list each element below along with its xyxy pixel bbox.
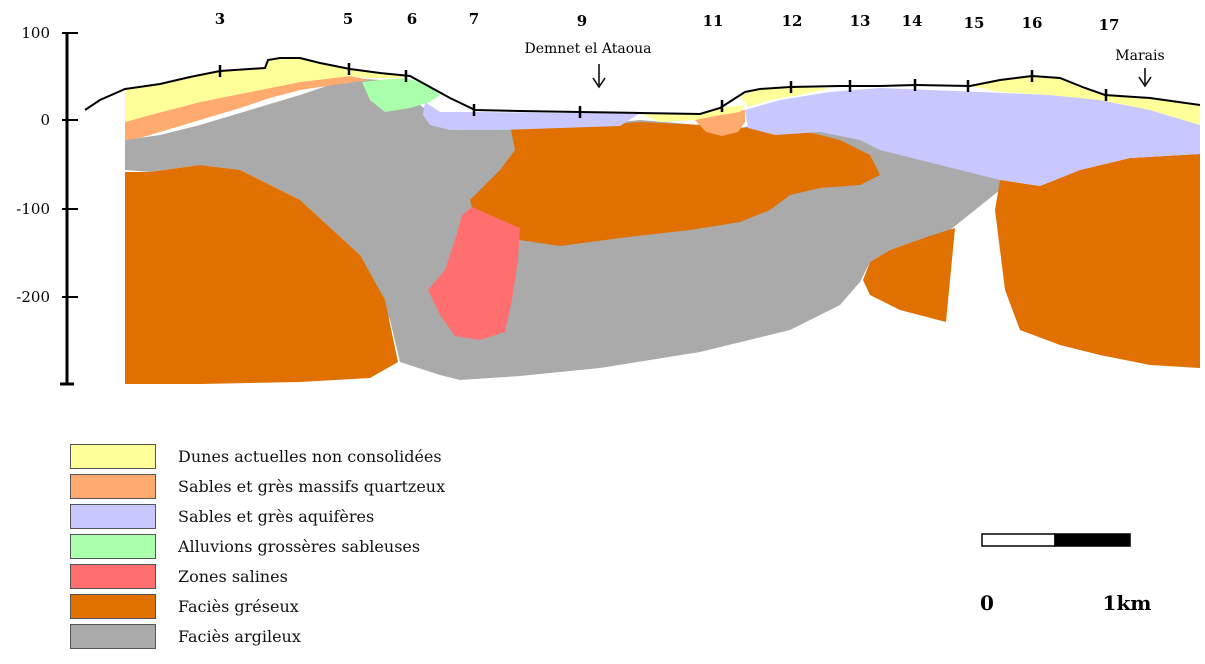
legend-label: Faciès gréseux [178,597,299,616]
legend-swatch [70,564,156,589]
legend-swatch [70,444,156,469]
well-label: 12 [782,12,803,30]
topographic-profile [84,57,1201,116]
legend-item: Alluvions grossères sableuses [70,534,550,564]
layer-dunes-left [125,58,410,122]
annotation-demnet: Demnet el Ataoua [524,41,651,57]
well-label: 6 [407,10,417,28]
legend-swatch [70,474,156,499]
depth-axis [60,32,78,386]
legend-label: Faciès argileux [178,627,301,646]
well-label: 13 [850,12,871,30]
scale-end-label: 1km [1103,591,1152,615]
legend-item: Faciès argileux [70,624,550,654]
marais-arrow-icon [1138,68,1152,88]
well-label: 14 [902,12,923,30]
legend-swatch [70,594,156,619]
well-label: 16 [1022,14,1043,32]
legend-item: Dunes actuelles non consolidées [70,444,550,474]
well-label: 15 [964,14,985,32]
legend: Dunes actuelles non consolidées Sables e… [70,444,550,654]
y-tick-label: -100 [16,200,50,218]
layer-sables-aquiferes-right [745,88,1200,186]
well-label: 11 [703,12,724,30]
legend-item: Sables et grès massifs quartzeux [70,474,550,504]
legend-swatch [70,504,156,529]
layer-dunes-right [740,87,830,107]
scale-bar [981,533,1131,547]
y-tick-label: -200 [16,288,50,306]
layer-zones-salines [428,207,520,340]
legend-item: Faciès gréseux [70,594,550,624]
legend-item: Sables et grès aquifères [70,504,550,534]
layer-sables-aquiferes-left [423,102,640,130]
layer-facies-greseux-center [470,122,880,246]
legend-swatch [70,534,156,559]
layer-dunes-far-right [970,76,1200,125]
well-label: 17 [1099,16,1120,34]
legend-item: Zones salines [70,564,550,594]
legend-label: Zones salines [178,567,288,586]
demnet-arrow-icon [592,64,606,89]
legend-label: Dunes actuelles non consolidées [178,447,442,466]
legend-label: Alluvions grossères sableuses [178,537,421,556]
legend-label: Sables et grès massifs quartzeux [178,477,446,496]
layer-facies-greseux-right [995,154,1200,368]
layer-facies-greseux-left [125,165,398,384]
layer-alluvions [362,78,440,112]
layer-sables-massifs-left [125,76,370,140]
well-label: 5 [343,10,353,28]
legend-swatch [70,624,156,649]
annotation-marais: Marais [1115,48,1164,64]
well-label: 3 [215,10,225,28]
y-tick-label: 100 [21,24,50,42]
well-markers [218,63,1108,118]
well-label: 7 [469,10,479,28]
legend-label: Sables et grès aquifères [178,507,375,526]
layer-facies-greseux-lens [863,228,955,322]
scale-start-label: 0 [980,591,994,615]
y-tick-label: 0 [40,111,50,129]
well-label: 9 [577,12,587,30]
